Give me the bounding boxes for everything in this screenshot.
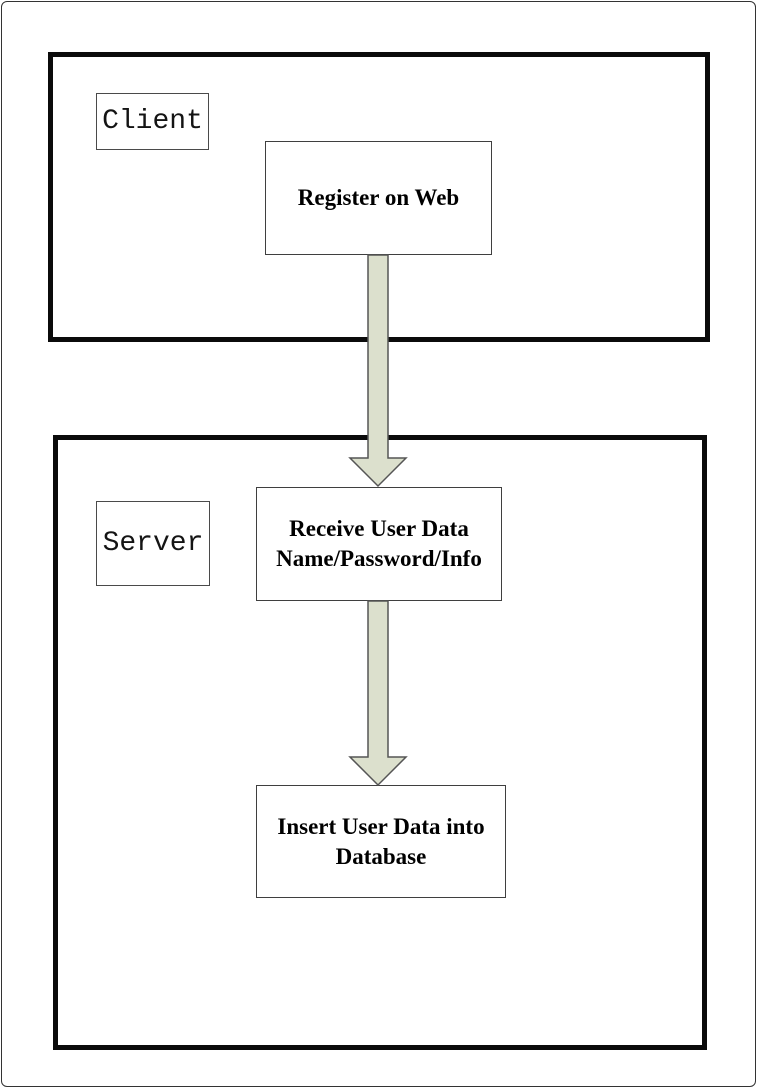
register-on-web-node: Register on Web	[265, 141, 492, 255]
insert-user-data-line2: Database	[335, 843, 427, 869]
client-label-box: Client	[96, 93, 209, 150]
insert-user-data-node: Insert User Data into Database	[256, 785, 506, 898]
server-label-box: Server	[96, 501, 210, 586]
receive-user-data-line1: Receive User Data	[289, 516, 469, 541]
receive-user-data-line2: Name/Password/Info	[276, 546, 482, 571]
receive-user-data-node: Receive User Data Name/Password/Info	[256, 487, 502, 601]
client-label: Client	[102, 106, 203, 137]
insert-user-data-line1: Insert User Data into	[277, 813, 485, 839]
register-on-web-label: Register on Web	[297, 185, 460, 210]
client-container: Client Register on Web	[48, 52, 710, 342]
server-label: Server	[102, 528, 204, 559]
server-container: Server Receive User Data Name/Password/I…	[53, 435, 707, 1050]
